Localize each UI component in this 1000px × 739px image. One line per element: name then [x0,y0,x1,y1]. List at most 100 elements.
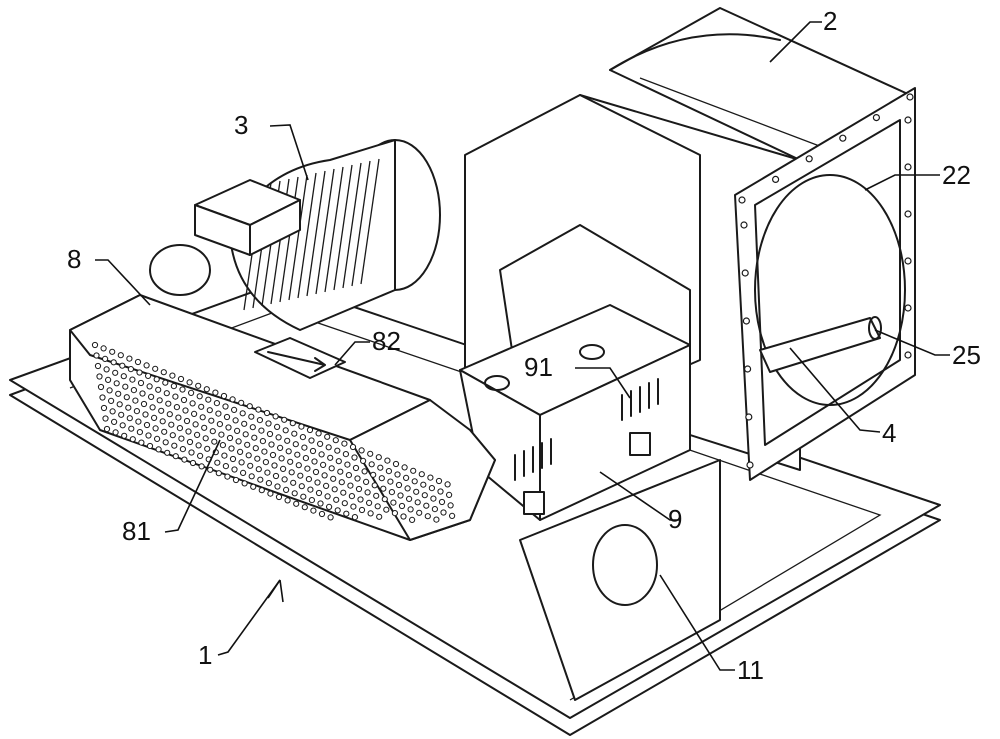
perforation-hole [214,401,219,406]
perforation-hole [104,426,109,431]
perforation-hole [169,422,174,427]
perforation-hole [327,504,332,509]
perforation-hole [336,459,341,464]
perforation-hole [424,503,429,508]
perforation-hole [150,405,155,410]
perforation-hole [171,384,176,389]
perforation-hole [309,498,314,503]
perforation-hole [318,441,323,446]
perforation-hole [379,476,384,481]
label-1: 1 [198,640,212,670]
perforation-hole [119,412,124,417]
perforation-hole [382,497,387,502]
perforation-hole [448,503,453,508]
perforation-hole [389,490,394,495]
perforation-hole [316,490,321,495]
perforation-hole [153,426,158,431]
perforation-hole [138,380,143,385]
perforation-hole [223,464,228,469]
perforation-hole [144,363,149,368]
perforation-hole [156,447,161,452]
bolt-hole [905,258,911,264]
perforation-hole [278,445,283,450]
perforation-hole [163,440,168,445]
perforation-hole [285,498,290,503]
perforation-hole [199,404,204,409]
perforation-hole [232,407,237,412]
perforation-hole [247,404,252,409]
perforation-hole [236,439,241,444]
perforation-hole [249,474,254,479]
perforation-hole [243,432,248,437]
perforation-hole [212,439,217,444]
perforation-hole [270,452,275,457]
perforation-hole [386,469,391,474]
perforation-hole [110,349,115,354]
perforation-hole [302,445,307,450]
label-3: 3 [234,110,248,140]
perforation-hole [407,496,412,501]
perforation-hole [393,461,398,466]
perforation-hole [187,380,192,385]
perforation-hole [417,510,422,515]
bolt-hole [905,117,911,123]
perforation-hole [257,418,262,423]
perforation-hole [319,511,324,516]
perforation-hole [378,465,383,470]
perforation-hole [405,486,410,491]
perforation-hole [289,470,294,475]
perforation-hole [345,462,350,467]
perforation-hole [203,436,208,441]
perforation-hole [292,491,297,496]
label-91: 91 [524,352,553,382]
perforation-hole [372,483,377,488]
motor [150,140,440,330]
perforation-hole [112,419,117,424]
perforation-hole [392,510,397,515]
perforation-hole [425,514,430,519]
perforation-hole [137,370,142,375]
perforation-hole [267,431,272,436]
perforation-hole [301,494,306,499]
perforation-hole [432,507,437,512]
perforation-hole [391,500,396,505]
perforation-hole [118,353,123,358]
perforation-hole [107,388,112,393]
perforation-hole [310,448,315,453]
perforation-hole [110,409,115,414]
perforation-hole [411,468,416,473]
perforation-hole [98,384,103,389]
perforation-hole [353,465,358,470]
perforation-hole [367,500,372,505]
perforation-hole [147,384,152,389]
perforation-hole [355,476,360,481]
perforation-hole [209,418,214,423]
perforation-hole [173,394,178,399]
perforation-hole [368,511,373,516]
perforation-hole [116,391,121,396]
perforation-hole [276,494,281,499]
perforation-hole [293,442,298,447]
perforation-hole [272,463,277,468]
perforation-hole [401,514,406,519]
perforation-hole [388,479,393,484]
perforation-hole [351,504,356,509]
perforation-hole [123,384,128,389]
perforation-hole [153,366,158,371]
perforation-hole [419,472,424,477]
perforation-hole [352,455,357,460]
perforation-hole [428,475,433,480]
bolt-hole [905,305,911,311]
bolt-hole [742,270,748,276]
perforation-hole [124,395,129,400]
perforation-hole [358,497,363,502]
perforation-hole [384,507,389,512]
perforation-hole [177,426,182,431]
bolt-hole [739,197,745,203]
perforation-hole [167,412,172,417]
perforation-hole [298,473,303,478]
perforation-hole [238,449,243,454]
perforation-hole [122,433,127,438]
perforation-hole [103,416,108,421]
